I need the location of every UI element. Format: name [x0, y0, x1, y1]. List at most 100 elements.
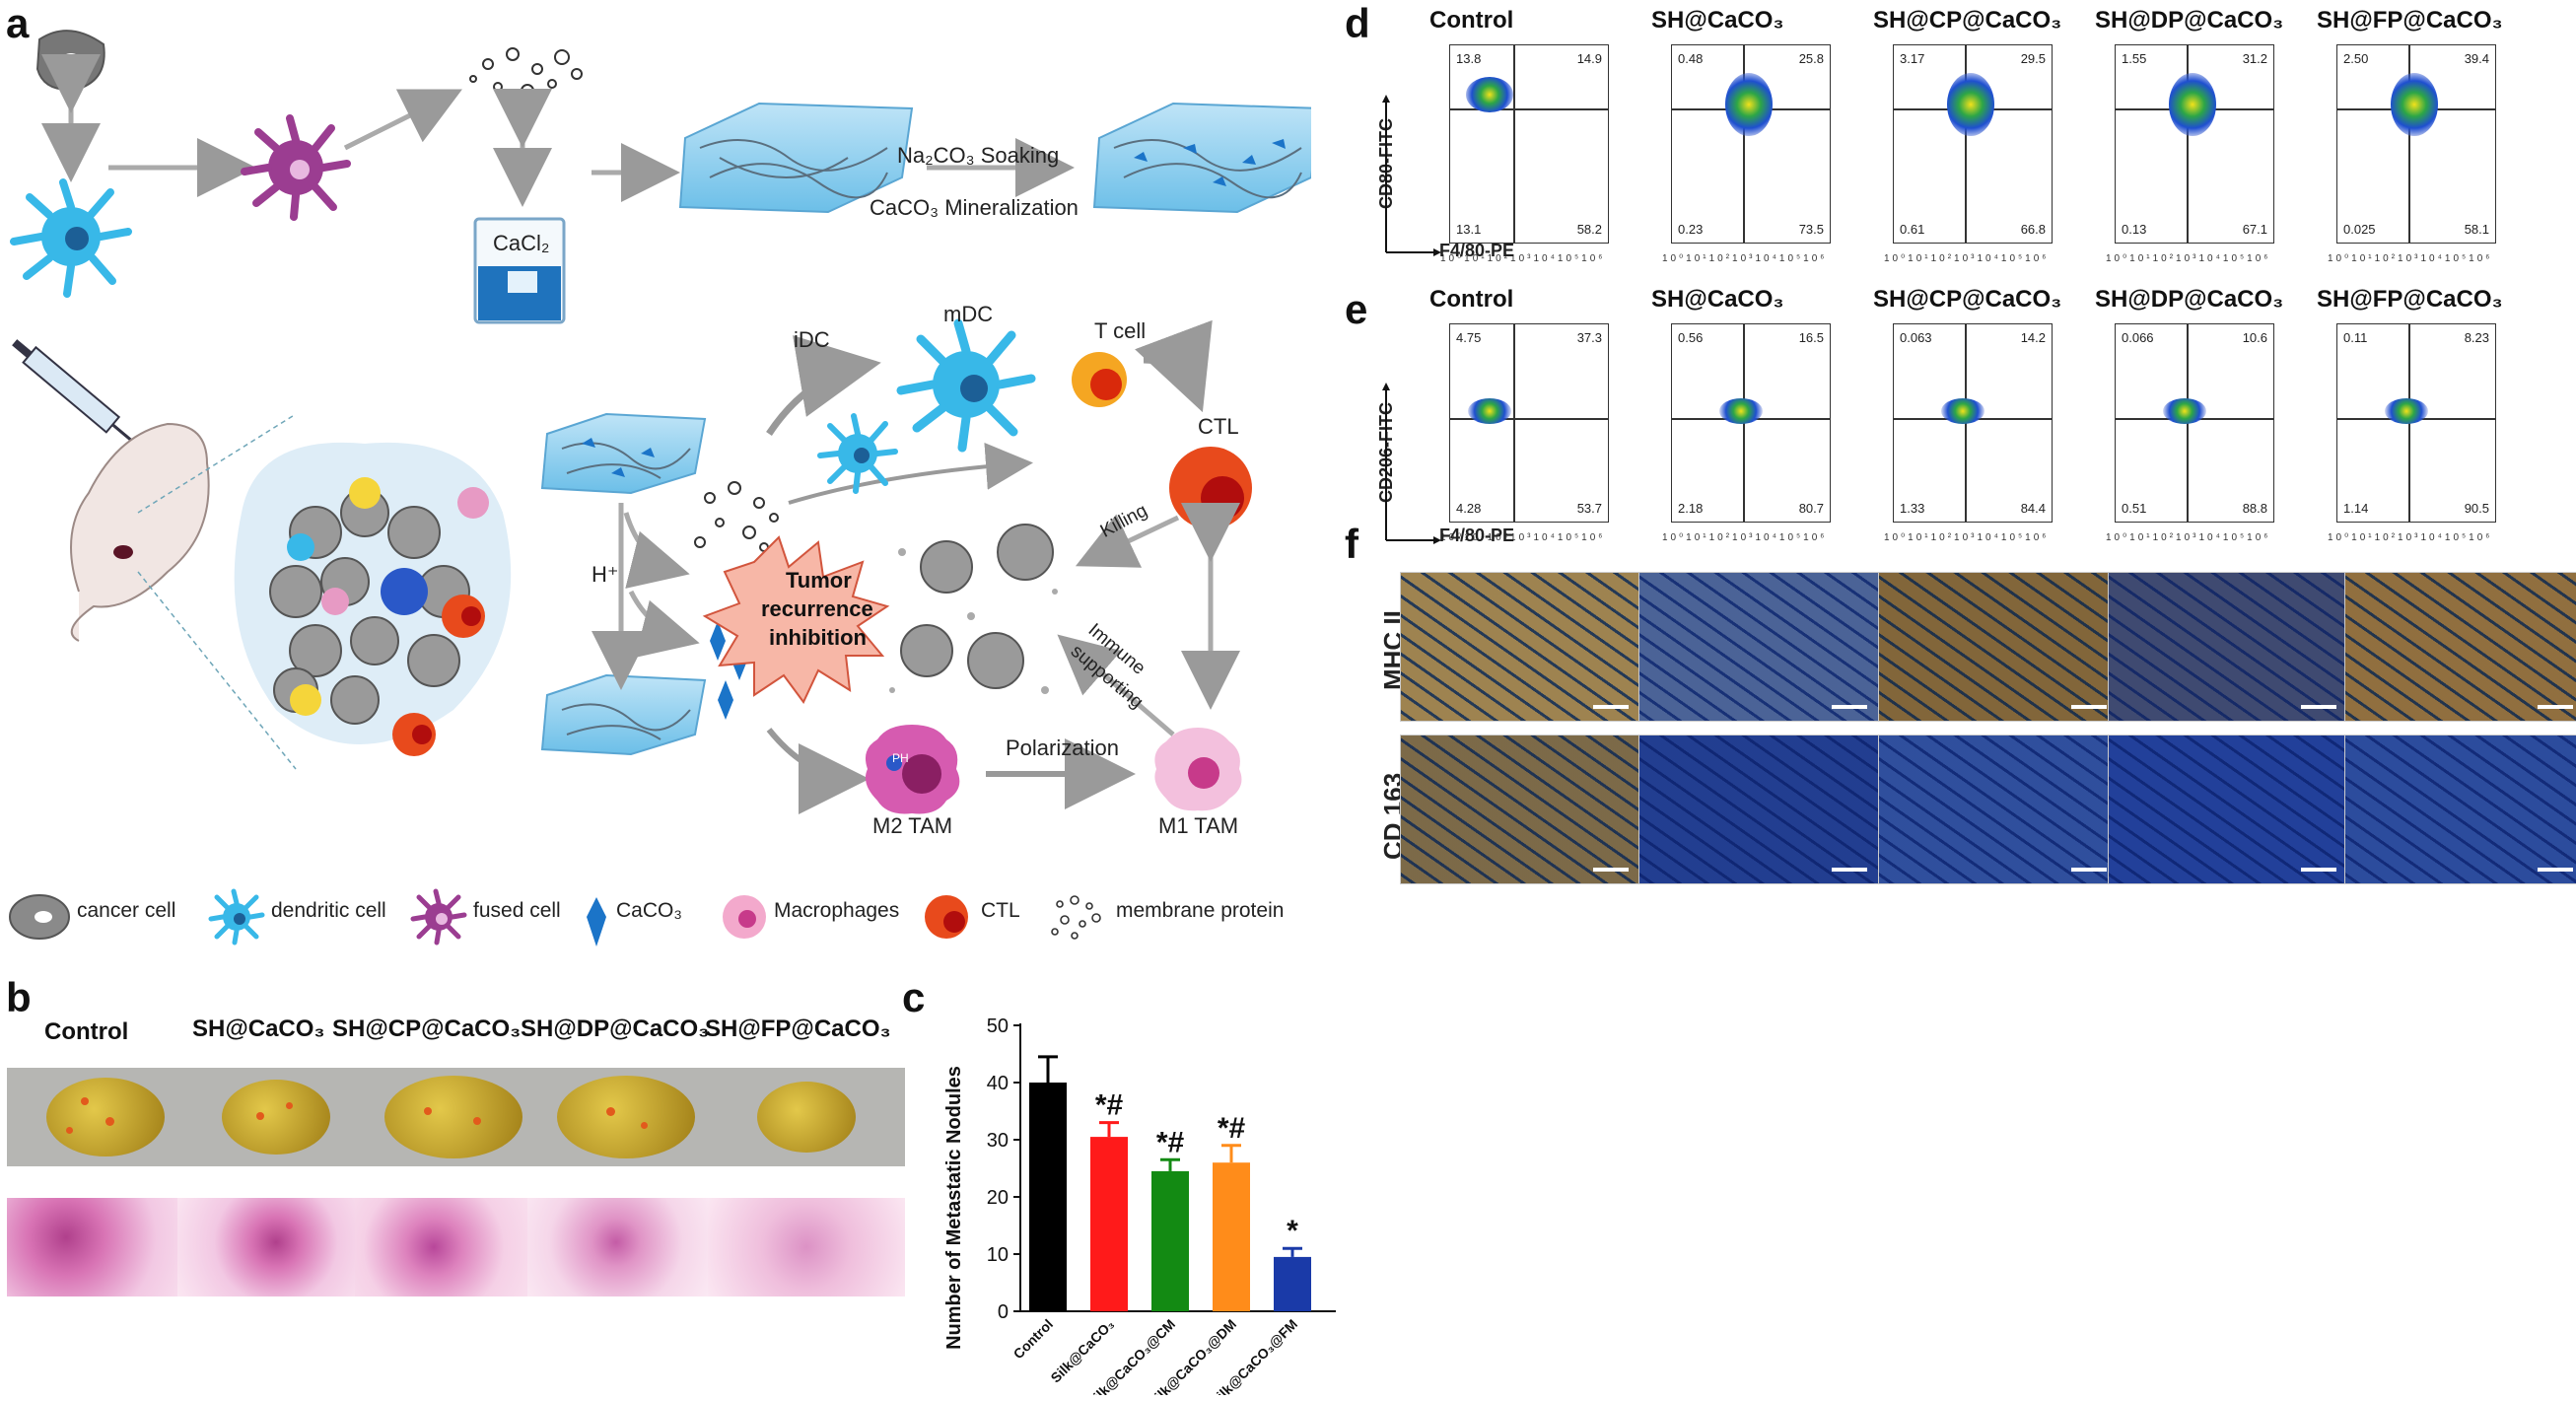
legend-fused-cell: fused cell: [473, 899, 561, 922]
mhc2-ihc-image: [2108, 572, 2351, 722]
e-group-label: SH@DP@CaCO₃: [2095, 286, 2284, 313]
lung-photo-control: [7, 1068, 204, 1166]
mouse-icon: [70, 422, 210, 642]
d-quadrant-q-ur: 14.9: [1576, 51, 1602, 66]
e-quadrant-q-ul: 4.75: [1456, 330, 1482, 345]
d-group-label: SH@CaCO₃: [1651, 7, 1784, 34]
chart-ytick-label: 40: [987, 1073, 1009, 1094]
e-axis-arrows: [1382, 383, 1441, 544]
scale-bar: [2071, 705, 2107, 709]
d-xlabel: F4/80-PE: [1439, 241, 1515, 260]
chart-ytick-label: 50: [987, 1016, 1009, 1037]
m1-macrophage-icon: [1154, 728, 1242, 811]
d-axis-arrows: [1382, 95, 1441, 256]
scale-bar: [2538, 868, 2573, 872]
scale-bar: [2301, 705, 2336, 709]
cd163-ihc-image: [1638, 735, 1882, 884]
chart-ylabel: Number of Metastatic Nodules: [943, 1066, 965, 1350]
scale-bar: [1593, 868, 1629, 872]
e-cell-cluster: [2385, 398, 2428, 424]
e-quadrant-q-ll: 4.28: [1456, 501, 1482, 516]
d-quadrant-q-ll: 0.61: [1900, 222, 1925, 237]
mhc2-ihc-image: [1638, 572, 1882, 722]
e-quadrant-q-ll: 0.51: [2122, 501, 2147, 516]
chart-ytick-label: 20: [987, 1187, 1009, 1209]
lung-photo-sh-dp: [527, 1068, 725, 1166]
d-quadrant-q-ul: 13.8: [1456, 51, 1482, 66]
d-group-label: Control: [1429, 7, 1514, 34]
tcell-label: T cell: [1094, 318, 1147, 343]
legend-caco3: CaCO₃: [616, 899, 682, 922]
e-quadrant-q-lr: 84.4: [2020, 501, 2046, 516]
d-xtick-labels: 10⁰10¹10²10³10⁴10⁵10⁶: [1884, 253, 2050, 264]
m1-label: M1 TAM: [1158, 813, 1239, 838]
e-quadrant-q-lr: 88.8: [2242, 501, 2267, 516]
d-quadrant-q-ur: 31.2: [2242, 51, 2267, 66]
b-group-sh-dp: SH@DP@CaCO₃: [521, 1016, 710, 1042]
cd163-ihc-image: [2108, 735, 2351, 884]
d-xtick-labels: 10⁰10¹10²10³10⁴10⁵10⁶: [1662, 253, 1828, 264]
cd163-ihc-image: [1400, 735, 1643, 884]
e-group-label: SH@CP@CaCO₃: [1873, 286, 2062, 313]
e-quadrant-q-lr: 90.5: [2464, 501, 2489, 516]
e-quadrant-q-ul: 0.063: [1900, 330, 1932, 345]
d-quadrant-q-ll: 13.1: [1456, 222, 1482, 237]
scale-bar: [2538, 705, 2573, 709]
d-quadrant-q-ul: 2.50: [2343, 51, 2369, 66]
e-quadrant-q-ur: 8.23: [2464, 330, 2489, 345]
scale-bar: [1593, 705, 1629, 709]
d-quadrant-q-ur: 29.5: [2020, 51, 2046, 66]
e-quadrant-q-ul: 0.066: [2122, 330, 2154, 345]
e-cell-cluster: [2163, 398, 2206, 424]
panel-label-a: a: [6, 0, 30, 46]
idc-label: iDC: [794, 327, 830, 352]
e-quadrant-q-ur: 16.5: [1798, 330, 1824, 345]
mhc2-ihc-image: [2344, 572, 2576, 722]
tumor-label-1: Tumor: [786, 568, 852, 593]
lung-photo-sh-cp: [355, 1068, 552, 1166]
tumor-inhibition-burst: [702, 535, 890, 704]
cacl2-label: CaCl₂: [493, 231, 550, 255]
he-stain-control: [7, 1198, 204, 1296]
d-xtick-labels: 10⁰10¹10²10³10⁴10⁵10⁶: [2328, 253, 2493, 264]
e-group-label: SH@CaCO₃: [1651, 286, 1784, 313]
d-quadrant-q-lr: 58.1: [2464, 222, 2489, 237]
panel-label-d: d: [1345, 0, 1370, 46]
e-quadrant-q-lr: 80.7: [1798, 501, 1824, 516]
e-xtick-labels: 10⁰10¹10²10³10⁴10⁵10⁶: [2106, 532, 2271, 543]
tumor-label-2: recurrence: [761, 596, 873, 621]
e-xtick-labels: 10⁰10¹10²10³10⁴10⁵10⁶: [1884, 532, 2050, 543]
e-quadrant-q-ur: 14.2: [2020, 330, 2046, 345]
panel-label-e: e: [1345, 286, 1368, 332]
e-xtick-labels: 10⁰10¹10²10³10⁴10⁵10⁶: [1662, 532, 1828, 543]
d-quadrant-q-ul: 0.48: [1678, 51, 1704, 66]
d-cell-cluster: [1947, 73, 1994, 136]
d-cell-cluster: [1725, 73, 1773, 136]
d-quadrant-q-lr: 66.8: [2020, 222, 2046, 237]
he-stain-sh-caco3: [177, 1198, 375, 1296]
tumor-label-3: inhibition: [769, 625, 867, 650]
legend-dendritic-cell: dendritic cell: [271, 899, 386, 922]
panel-label-c: c: [902, 974, 926, 1020]
chart-ytick-label: 0: [998, 1301, 1009, 1323]
d-group-label: SH@DP@CaCO₃: [2095, 7, 2284, 34]
chart-bar: [1274, 1256, 1311, 1311]
chart-bar: [1090, 1137, 1128, 1311]
fused-cell-icon: [241, 114, 351, 221]
chart-bar: [1151, 1170, 1189, 1311]
e-xtick-labels: 10⁰10¹10²10³10⁴10⁵10⁶: [2328, 532, 2493, 543]
e-cell-cluster: [1719, 398, 1763, 424]
e-quadrant-q-lr: 53.7: [1576, 501, 1602, 516]
d-quadrant-q-lr: 73.5: [1798, 222, 1824, 237]
m2-macrophage-icon: [865, 725, 960, 814]
silk-hydrogel-icon: [678, 102, 914, 214]
d-quadrant-q-ul: 1.55: [2122, 51, 2147, 66]
